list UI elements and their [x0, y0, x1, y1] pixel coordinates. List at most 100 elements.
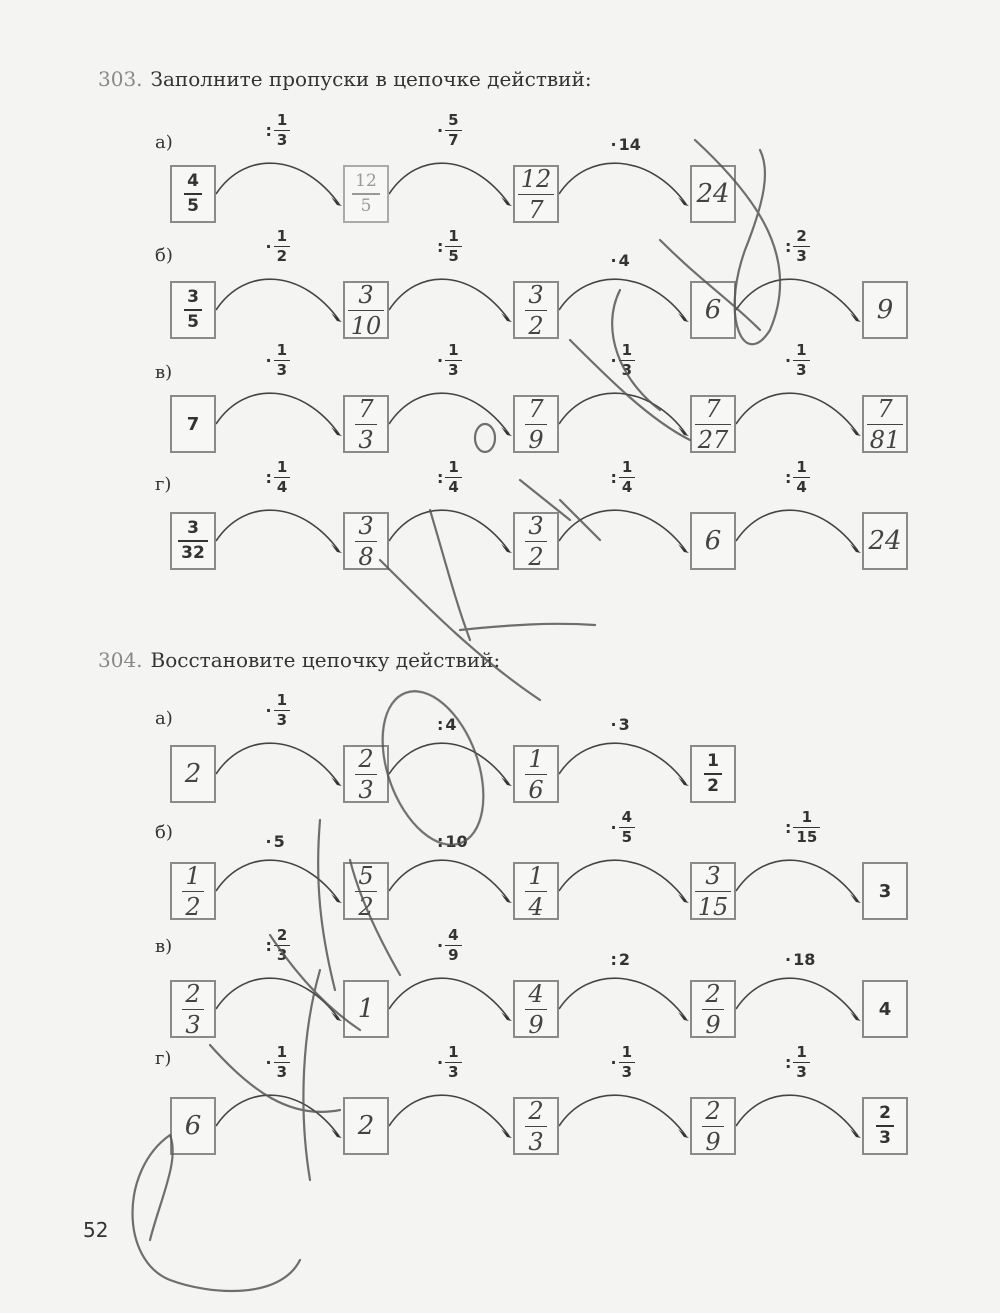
operation-fraction-bar: [273, 360, 291, 361]
operation-numerator: 4: [621, 808, 633, 826]
operation-fraction-bar: [273, 1062, 291, 1063]
arrow-curve: [388, 278, 510, 321]
operation-denominator: 3: [276, 946, 288, 964]
operation-denominator: 3: [796, 1063, 807, 1081]
box-whole: 3: [878, 880, 892, 902]
operation-symbol: :: [785, 818, 792, 837]
operation-denominator: 3: [448, 1063, 459, 1081]
box-fraction-bar: [517, 193, 555, 195]
arrow-curve: [388, 392, 510, 435]
operation-symbol: :: [437, 237, 444, 256]
arrow-head: [850, 1012, 861, 1021]
operation-fraction-bar: [793, 827, 821, 828]
operation-symbol: :: [785, 1053, 792, 1072]
box-denominator: 81: [869, 425, 901, 454]
operation-numerator: 1: [621, 458, 633, 476]
operation-fraction-bar: [618, 477, 636, 478]
arrow-curve: [735, 859, 859, 902]
row-label: г): [155, 474, 172, 495]
operation-label: ·18: [785, 950, 815, 969]
arrow-curve: [215, 1094, 340, 1137]
operation-symbol: ·: [785, 351, 792, 370]
operation-fraction-bar: [445, 246, 462, 247]
chain-box: 6: [170, 1097, 216, 1155]
box-denominator: 3: [879, 1128, 891, 1148]
box-fraction-bar: [694, 890, 732, 892]
box-fraction-bar: [184, 309, 202, 311]
box-whole: 24: [696, 179, 730, 209]
box-numerator: 12: [520, 164, 552, 193]
operation-numerator: 1: [448, 458, 459, 476]
operation-numerator: 1: [801, 808, 813, 826]
row-label: а): [155, 708, 173, 729]
operation-symbol: :: [265, 468, 272, 487]
arrow-curve: [215, 509, 340, 552]
box-denominator: 3: [528, 1127, 544, 1156]
arrow-head: [501, 894, 512, 903]
chain-box: 6: [690, 512, 736, 570]
arrow-head: [678, 544, 689, 553]
box-numerator: 7: [358, 394, 374, 423]
box-numerator: 5: [358, 861, 374, 890]
operation-label: ·3: [611, 715, 630, 734]
box-fraction-bar: [704, 773, 722, 775]
box-numerator: 2: [705, 1096, 721, 1125]
box-fraction-bar: [525, 309, 547, 311]
box-fraction-bar: [694, 423, 732, 425]
operation-label: :4: [437, 715, 457, 734]
operation-denominator: 3: [276, 1063, 288, 1081]
operation-fraction-bar: [445, 477, 462, 478]
task-number: 304.: [98, 648, 143, 672]
arrow-curve: [735, 509, 859, 552]
box-denominator: 6: [528, 775, 544, 804]
arrow-head: [501, 197, 512, 206]
box-numerator: 2: [705, 979, 721, 1008]
box-denominator: 8: [358, 542, 374, 571]
operation-symbol: :: [437, 468, 444, 487]
operation-fraction-bar: [273, 945, 291, 946]
box-numerator: 4: [528, 979, 544, 1008]
box-fraction-bar: [352, 193, 380, 195]
operation-denominator: 3: [621, 361, 633, 379]
operation-symbol: ·: [265, 237, 272, 256]
operation-denominator: 3: [448, 361, 459, 379]
arrow-head: [850, 427, 861, 436]
arrow-curve: [388, 859, 510, 902]
row-label: а): [155, 132, 173, 153]
arrow-head: [678, 427, 689, 436]
operation-fraction-bar: [273, 130, 291, 131]
operation-label: :1 4: [437, 460, 462, 495]
box-whole: 24: [868, 526, 902, 556]
operation-whole: 2: [618, 950, 631, 969]
operation-denominator: 3: [276, 131, 288, 149]
operation-denominator: 4: [448, 478, 459, 496]
arrow-curve: [735, 1094, 859, 1137]
operation-symbol: ·: [437, 1053, 444, 1072]
task-number: 303.: [98, 67, 143, 91]
operation-numerator: 2: [796, 227, 807, 245]
box-denominator: 3: [185, 1010, 201, 1039]
